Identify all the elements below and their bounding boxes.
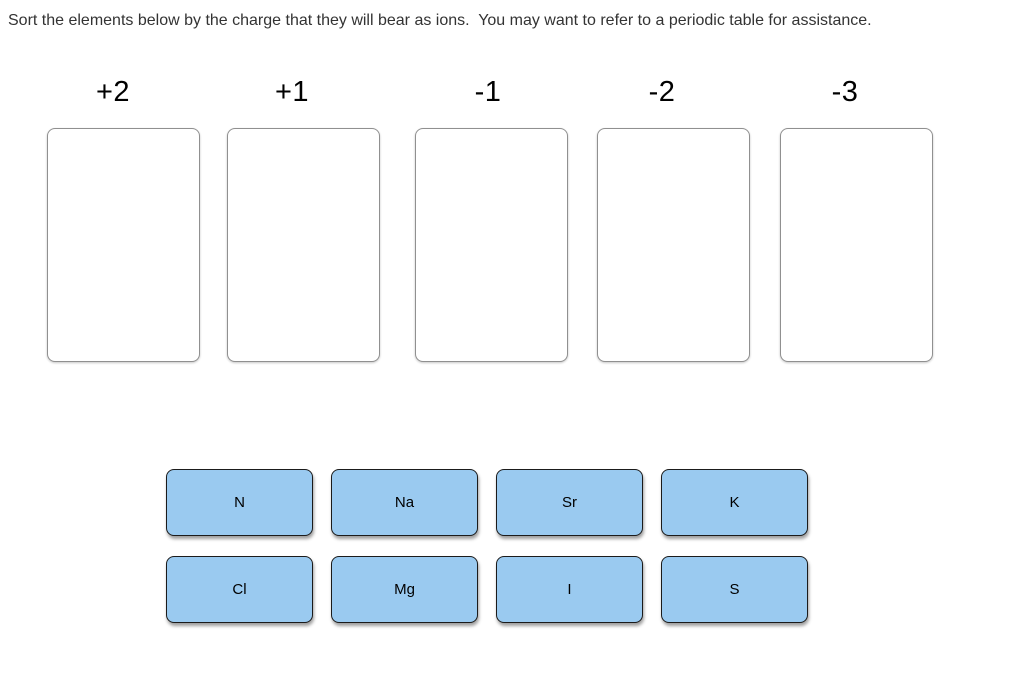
charge-label-plus-2: +2 bbox=[95, 76, 131, 108]
tile-k-label: K bbox=[729, 494, 740, 511]
tile-n-label: N bbox=[234, 494, 245, 511]
tile-cl[interactable]: Cl bbox=[166, 556, 313, 623]
charge-label-minus-2: -2 bbox=[648, 76, 676, 108]
drop-zone-minus-1[interactable] bbox=[415, 128, 568, 362]
tile-sr[interactable]: Sr bbox=[496, 469, 643, 536]
tile-k[interactable]: K bbox=[661, 469, 808, 536]
charge-label-plus-1: +1 bbox=[274, 76, 310, 108]
tile-mg[interactable]: Mg bbox=[331, 556, 478, 623]
drop-zone-minus-3[interactable] bbox=[780, 128, 933, 362]
tile-s-label: S bbox=[729, 581, 740, 598]
tile-na[interactable]: Na bbox=[331, 469, 478, 536]
tile-i-label: I bbox=[567, 581, 572, 598]
instruction-text: Sort the elements below by the charge th… bbox=[8, 12, 872, 29]
tile-s[interactable]: S bbox=[661, 556, 808, 623]
tile-sr-label: Sr bbox=[562, 494, 577, 511]
drop-zone-minus-2[interactable] bbox=[597, 128, 750, 362]
tile-cl-label: Cl bbox=[232, 581, 247, 598]
tile-n[interactable]: N bbox=[166, 469, 313, 536]
tile-na-label: Na bbox=[394, 494, 415, 511]
tile-i[interactable]: I bbox=[496, 556, 643, 623]
tile-mg-label: Mg bbox=[394, 581, 415, 598]
charge-label-minus-1: -1 bbox=[474, 76, 502, 108]
drop-zone-plus-2[interactable] bbox=[47, 128, 200, 362]
charge-label-minus-3: -3 bbox=[831, 76, 859, 108]
drop-zone-plus-1[interactable] bbox=[227, 128, 380, 362]
